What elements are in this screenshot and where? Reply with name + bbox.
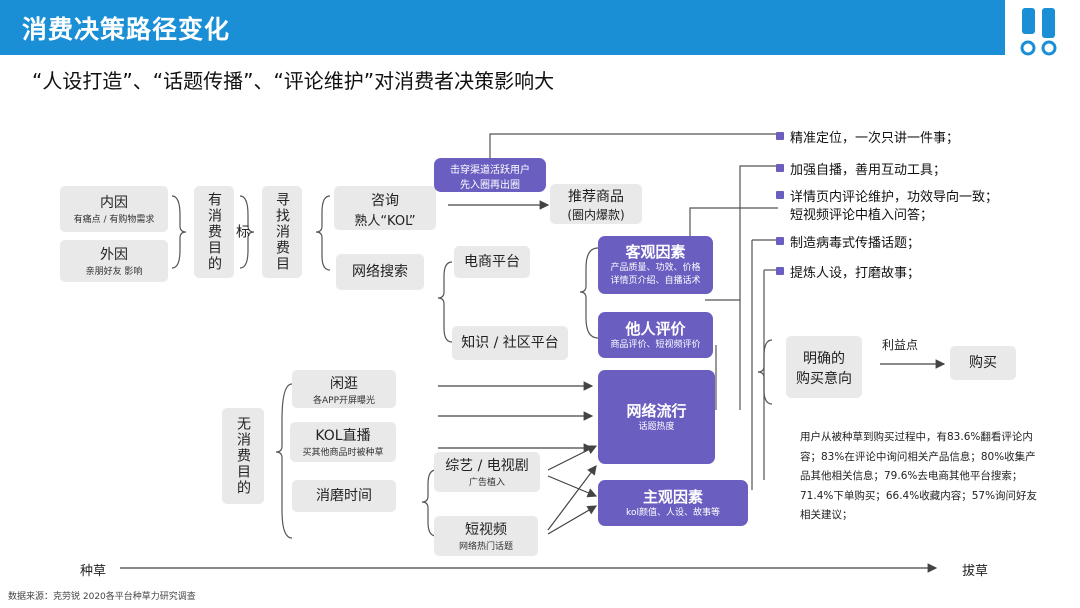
source-note: 数据来源：克劳锐 2020各平台种草力研究调查 bbox=[8, 592, 196, 602]
right-item-1: 精准定位，一次只讲一件事； bbox=[776, 127, 959, 146]
subjective-sub: kol颜值、人设、故事等 bbox=[626, 508, 720, 518]
inner-cause-title: 内因 bbox=[100, 195, 128, 211]
net-search-box: 网络搜索 bbox=[336, 254, 424, 290]
outer-cause-title: 外因 bbox=[100, 247, 128, 263]
short-video-sub: 网络热门话题 bbox=[458, 542, 513, 552]
short-video-title: 短视频 bbox=[465, 522, 507, 538]
consult-line2: 熟人“KOL” bbox=[354, 214, 416, 229]
benefit-label: 利益点 bbox=[882, 338, 919, 352]
right-item-2: 加强自播，善用互动工具； bbox=[776, 159, 946, 178]
header-bar bbox=[0, 0, 1005, 55]
browse-title: 闲逛 bbox=[330, 376, 358, 392]
intent-line1: 明确的 bbox=[803, 351, 845, 367]
kill-time-box: 消磨时间 bbox=[292, 480, 396, 512]
community-box: 知识 / 社区平台 bbox=[452, 326, 568, 360]
ecommerce-box: 电商平台 bbox=[454, 246, 530, 278]
right-item-6: 提炼人设，打磨故事； bbox=[776, 262, 920, 281]
trend-title: 网络流行 bbox=[626, 402, 687, 420]
consult-box: 咨询 熟人“KOL” bbox=[334, 186, 436, 230]
callout-line1: 击穿渠道活跃用户 bbox=[450, 165, 530, 176]
kol-live-title: KOL直播 bbox=[315, 428, 371, 444]
variety-sub: 广告植入 bbox=[468, 478, 505, 488]
objective-line2: 详情页介绍、自播话术 bbox=[610, 276, 701, 286]
subjective-factor-box: 主观因素 kol颜值、人设、故事等 bbox=[598, 480, 748, 526]
page-subtitle: “人设打造”、“话题传播”、“评论维护”对消费者决策影响大 bbox=[32, 69, 555, 93]
inner-cause-sub: 有痛点 / 有购物需求 bbox=[73, 215, 155, 225]
browse-sub: 各APP开屏曝光 bbox=[312, 396, 375, 406]
intent-line2: 购买意向 bbox=[796, 371, 852, 387]
outer-cause-sub: 亲朋好友 影响 bbox=[85, 267, 143, 277]
recommend-line1: 推荐商品 bbox=[568, 189, 624, 205]
right-item-5: 制造病毒式传播话题； bbox=[776, 232, 920, 251]
others-review-title: 他人评价 bbox=[625, 320, 686, 338]
callout-box: 击穿渠道活跃用户 先入圈再出圈 bbox=[434, 158, 546, 192]
right-item-3: 详情页内评论维护，功效导向一致； bbox=[776, 186, 998, 205]
brand-logo bbox=[1020, 8, 1057, 56]
browse-box: 闲逛 各APP开屏曝光 bbox=[292, 370, 396, 408]
outer-cause-box: 外因 亲朋好友 影响 bbox=[60, 240, 168, 282]
no-goal-box: 无消费目的 bbox=[222, 408, 264, 504]
variety-title: 综艺 / 电视剧 bbox=[445, 458, 529, 474]
right-item-4: 短视频评论中植入问答； bbox=[790, 208, 934, 223]
buy-box: 购买 bbox=[950, 346, 1016, 380]
page-title: 消费决策路径变化 bbox=[22, 15, 231, 44]
stats-note: 用户从被种草到购买过程中，有83.6%翻看评论内容；83%在评论中询问相关产品信… bbox=[800, 431, 1038, 521]
others-review-box: 他人评价 商品评价、短视频评价 bbox=[598, 312, 713, 358]
axis-left-label: 种草 bbox=[80, 564, 107, 579]
short-video-box: 短视频 网络热门话题 bbox=[434, 516, 538, 556]
recommend-box: 推荐商品 (圈内爆款) bbox=[550, 184, 642, 224]
variety-box: 综艺 / 电视剧 广告植入 bbox=[434, 452, 540, 492]
find-goal-box: 寻找消费目标 bbox=[234, 186, 302, 278]
intent-box: 明确的 购买意向 bbox=[786, 336, 862, 398]
axis-right-label: 拔草 bbox=[962, 564, 989, 579]
has-goal-box: 有消费目的 bbox=[194, 186, 234, 278]
consult-line1: 咨询 bbox=[371, 193, 399, 209]
recommend-line2: (圈内爆款) bbox=[567, 208, 625, 222]
subjective-title: 主观因素 bbox=[642, 488, 703, 506]
others-review-sub: 商品评价、短视频评价 bbox=[610, 340, 701, 350]
objective-factor-box: 客观因素 产品质量、功效、价格 详情页介绍、自播话术 bbox=[598, 236, 713, 294]
trend-box: 网络流行 话题热度 bbox=[598, 370, 715, 464]
objective-title: 客观因素 bbox=[625, 243, 686, 261]
trend-sub: 话题热度 bbox=[638, 422, 675, 432]
callout-line2: 先入圈再出圈 bbox=[460, 180, 520, 191]
inner-cause-box: 内因 有痛点 / 有购物需求 bbox=[60, 186, 168, 232]
objective-line1: 产品质量、功效、价格 bbox=[610, 263, 701, 273]
kol-live-box: KOL直播 买其他商品时被种草 bbox=[290, 422, 396, 462]
kol-live-sub: 买其他商品时被种草 bbox=[302, 448, 384, 458]
